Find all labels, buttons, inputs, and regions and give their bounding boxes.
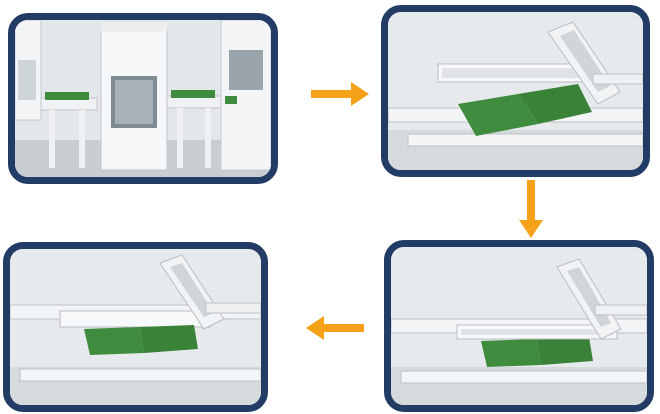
pcb-assembly-line-image — [15, 20, 271, 177]
arrow-down-icon — [519, 180, 543, 238]
step-1-panel — [8, 13, 278, 184]
arrow-right-icon — [311, 82, 369, 106]
arrow-left-icon — [306, 316, 364, 340]
conveyor-gripper-image — [10, 249, 261, 405]
conveyor-gripper-image — [388, 12, 643, 170]
conveyor-gripper-image — [391, 247, 647, 405]
step-4-panel — [3, 242, 268, 412]
step-2-panel — [381, 5, 650, 177]
step-3-panel — [384, 240, 654, 412]
